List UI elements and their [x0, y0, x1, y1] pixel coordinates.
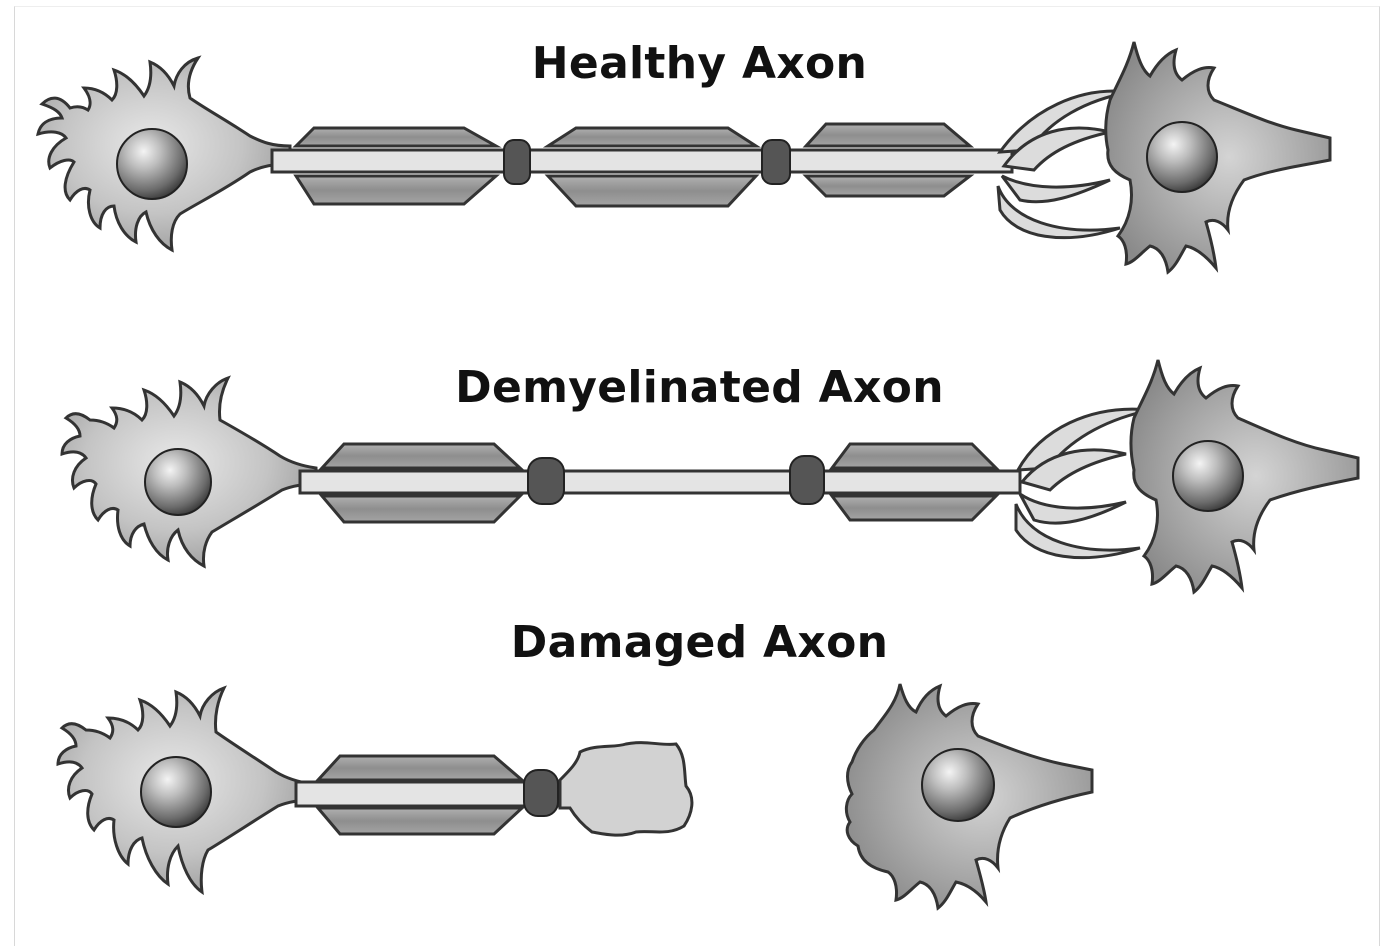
demyel-nucleus-left [145, 449, 211, 515]
damaged-axon-title: Damaged Axon [6, 617, 1387, 668]
demyel-myelin-2 [832, 444, 996, 468]
healthy-myelin-2 [548, 128, 756, 146]
demyel-myelin-1b [322, 496, 520, 522]
healthy-axon-title: Healthy Axon [6, 38, 1387, 89]
damaged-nucleus-right [922, 749, 994, 821]
healthy-myelin-3b [806, 176, 970, 196]
healthy-myelin-1b [296, 176, 496, 204]
healthy-axon-shaft [272, 150, 1012, 172]
damaged-axon-end [560, 743, 692, 836]
demyel-terminals [1016, 409, 1150, 557]
damaged-myelin-1b [318, 808, 522, 834]
demyel-nucleus-right [1173, 441, 1243, 511]
demyel-node-1 [528, 458, 564, 504]
healthy-myelin-3 [806, 124, 970, 146]
damaged-neuron [58, 684, 1092, 908]
damaged-node [524, 770, 558, 816]
demyel-myelin-2b [832, 496, 996, 520]
demyel-axon-shaft [300, 471, 1020, 493]
healthy-nucleus-left [117, 129, 187, 199]
demyel-node-2 [790, 456, 824, 504]
demyel-myelin-1 [322, 444, 520, 468]
healthy-nucleus-right [1147, 122, 1217, 192]
damaged-nucleus-left [141, 757, 211, 827]
healthy-myelin-1 [296, 128, 496, 146]
demyelinated-axon-title: Demyelinated Axon [6, 362, 1387, 413]
healthy-node-1 [504, 140, 530, 184]
healthy-myelin-2b [548, 176, 756, 206]
damaged-myelin-1 [318, 756, 522, 780]
healthy-node-2 [762, 140, 790, 184]
